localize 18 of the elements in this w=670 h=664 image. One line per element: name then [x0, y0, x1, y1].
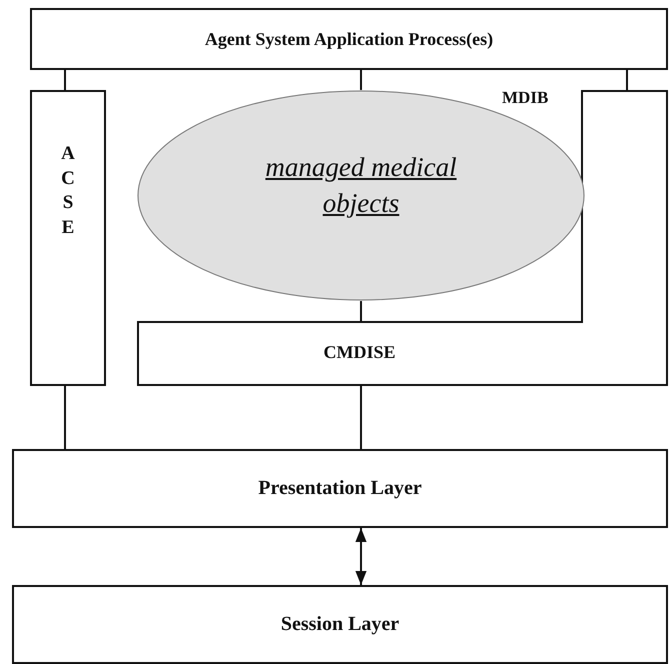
connector-line — [626, 70, 628, 90]
layer-box — [12, 449, 668, 528]
connector-line — [64, 70, 66, 90]
box-label: Agent System Application Process(es) — [204, 28, 494, 50]
connector-line — [360, 386, 362, 449]
box-label: Session Layer — [280, 613, 400, 636]
process-box — [30, 8, 668, 70]
connector-line — [360, 301, 362, 322]
connector-line — [360, 70, 362, 90]
ellipse-label: managed medical objects — [264, 151, 458, 220]
box-label: Presentation Layer — [258, 477, 422, 500]
process-box — [30, 90, 106, 386]
component-label: MDIB — [502, 88, 548, 108]
box-label: ACSE — [60, 142, 76, 240]
box-label: CMDISE — [322, 342, 396, 363]
connector-line — [64, 386, 66, 449]
layer-box — [12, 585, 668, 664]
arrow — [355, 528, 367, 585]
